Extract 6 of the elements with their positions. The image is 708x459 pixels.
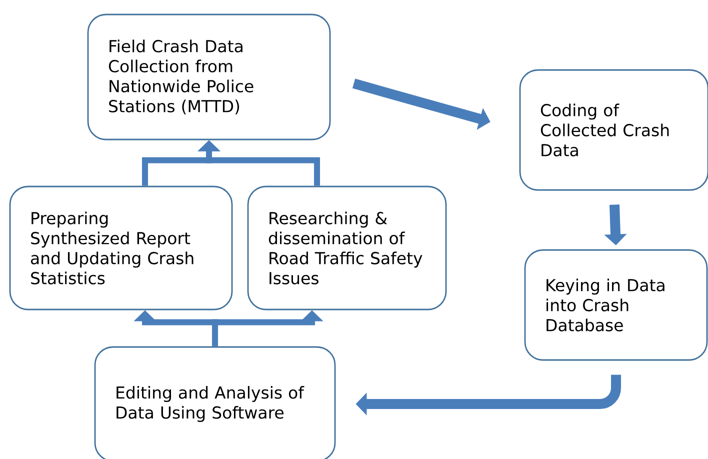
process-box: Keying in Data into Crash Database [524,249,708,361]
process-box: Field Crash Data Collection from Nationwide Police Stations (MTTD) [87,14,331,140]
process-box: Preparing Synthesized Report and Updating Crash Statistics [9,186,233,310]
process-box: Editing and Analysis of Data Using Software [94,346,336,459]
process-box: Researching & dissemination of Road Traffic Safety Issues [247,186,447,310]
process-box: Coding of Collected Crash Data [519,69,708,191]
